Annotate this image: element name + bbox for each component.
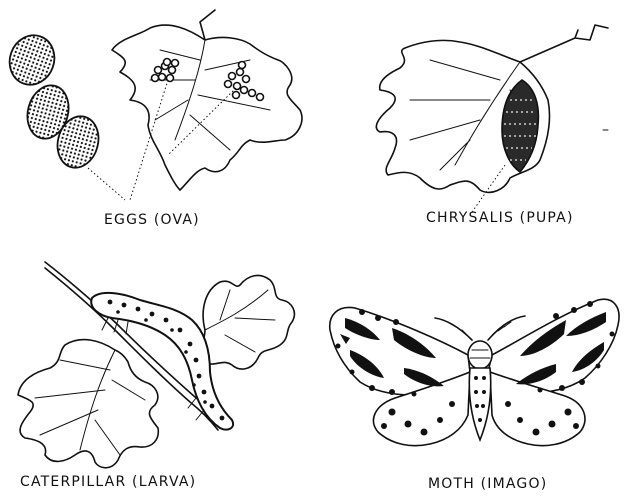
caterpillar-leaf-right	[202, 275, 295, 369]
moth-abdomen	[469, 368, 490, 440]
egg-leaf	[112, 10, 302, 190]
eggs-illustration	[3, 10, 302, 200]
egg-cluster-right	[225, 62, 264, 101]
egg-cluster-left	[152, 59, 179, 82]
moth-illustration	[330, 299, 619, 445]
moth-thorax	[468, 341, 492, 369]
enlarged-egg-1	[3, 29, 61, 91]
chrysalis-illustration	[376, 25, 608, 215]
caption-caterpillar: CATERPILLAR (LARVA)	[20, 474, 196, 490]
caterpillar-illustration	[18, 262, 294, 468]
caption-eggs: EGGS (OVA)	[104, 212, 200, 228]
pupa	[502, 80, 538, 172]
caterpillar-body	[91, 293, 233, 430]
caption-moth: MOTH (IMAGO)	[428, 476, 547, 492]
caption-chrysalis: CHRYSALIS (PUPA)	[426, 210, 574, 226]
caterpillar-leaf-left	[18, 340, 158, 468]
